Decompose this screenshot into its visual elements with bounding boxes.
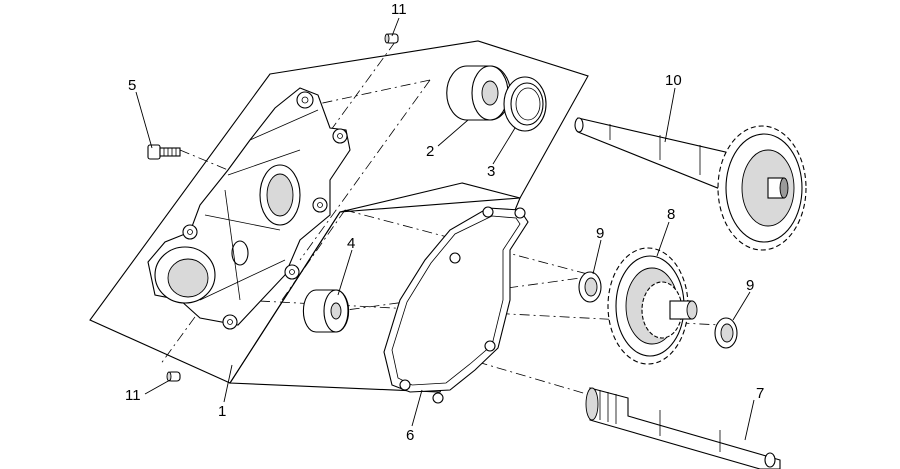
- group-frame-gasket: [229, 182, 521, 393]
- callout-11-bottom: 11: [125, 387, 141, 404]
- callout-5: 5: [128, 77, 136, 94]
- transmission-cover: [147, 87, 351, 330]
- callout-9-right: 9: [746, 277, 754, 294]
- callout-8: 8: [667, 206, 675, 223]
- intermediate-gear: [607, 247, 698, 365]
- group-frame-cover: [89, 40, 589, 384]
- drive-shaft-gear: [574, 117, 807, 251]
- callout-6: 6: [406, 427, 414, 444]
- callout-10: 10: [665, 72, 682, 89]
- gasket: [383, 206, 529, 404]
- output-shaft: [585, 387, 781, 469]
- callout-4: 4: [347, 235, 355, 252]
- oil-seal: [503, 76, 547, 132]
- callout-1: 1: [218, 403, 226, 420]
- callout-11-top: 11: [391, 1, 407, 18]
- washer-left: [578, 271, 602, 303]
- bearing: [446, 65, 511, 121]
- callout-3: 3: [487, 163, 495, 180]
- washer-right: [714, 317, 738, 349]
- leader-lines: [135, 17, 755, 441]
- callout-9-left: 9: [596, 225, 604, 242]
- pin-bottom: [166, 371, 181, 382]
- pin-top: [384, 33, 399, 44]
- small-bearing: [302, 289, 350, 333]
- bolt: [147, 144, 181, 160]
- callout-2: 2: [426, 143, 434, 160]
- callout-7: 7: [756, 385, 764, 402]
